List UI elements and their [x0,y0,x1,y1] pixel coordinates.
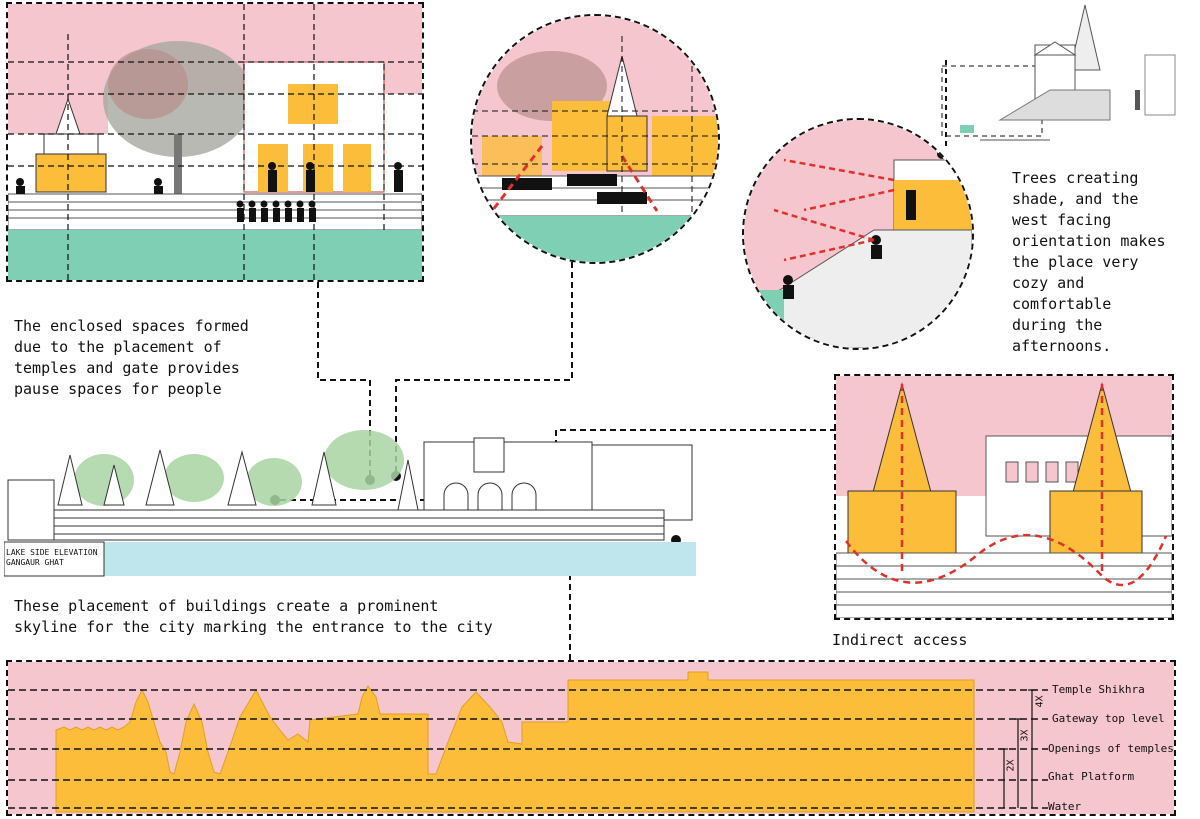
note-skyline: These placement of buildings create a pr… [14,597,493,636]
enclosed-spaces-panel [6,2,424,282]
lake-side-elevation: LAKE SIDE ELEVATION GANGAUR GHAT [4,430,696,578]
small-section-drawing [940,0,1180,150]
ratio-4x: 4X [1034,695,1046,708]
west-facing-drawing [744,120,972,348]
skyline-drawing [8,662,1174,814]
level-water: Water [1048,800,1082,813]
note-enclosed-spaces: The enclosed spaces formed due to the pl… [14,317,249,398]
elevation-label-line2: GANGAUR GHAT [6,558,64,567]
indirect-access-panel [834,374,1174,620]
ratio-2x: 2X [1005,759,1017,772]
indirect-access-drawing [836,376,1172,618]
level-temple-shikhra: Temple Shikhra [1052,683,1145,696]
note-indirect-access: Indirect access [832,631,968,649]
enclosed-spaces-drawing [8,4,422,280]
level-gateway-top: Gateway top level [1052,712,1165,725]
level-openings-temples: Openings of temples [1048,742,1174,755]
leader-line-section [945,60,947,150]
elevation-label-line1: LAKE SIDE ELEVATION [6,548,98,557]
elevation-label: LAKE SIDE ELEVATION GANGAUR GHAT [6,548,102,568]
west-facing-circle [742,118,974,350]
elevation-drawing [4,430,696,577]
level-ghat-platform: Ghat Platform [1048,770,1135,783]
note-trees-shade: Trees creating shade, and the west facin… [1012,169,1166,355]
skyline-panel: Temple Shikhra Gateway top level Opening… [6,660,1176,816]
ratio-3x: 3X [1019,729,1031,742]
